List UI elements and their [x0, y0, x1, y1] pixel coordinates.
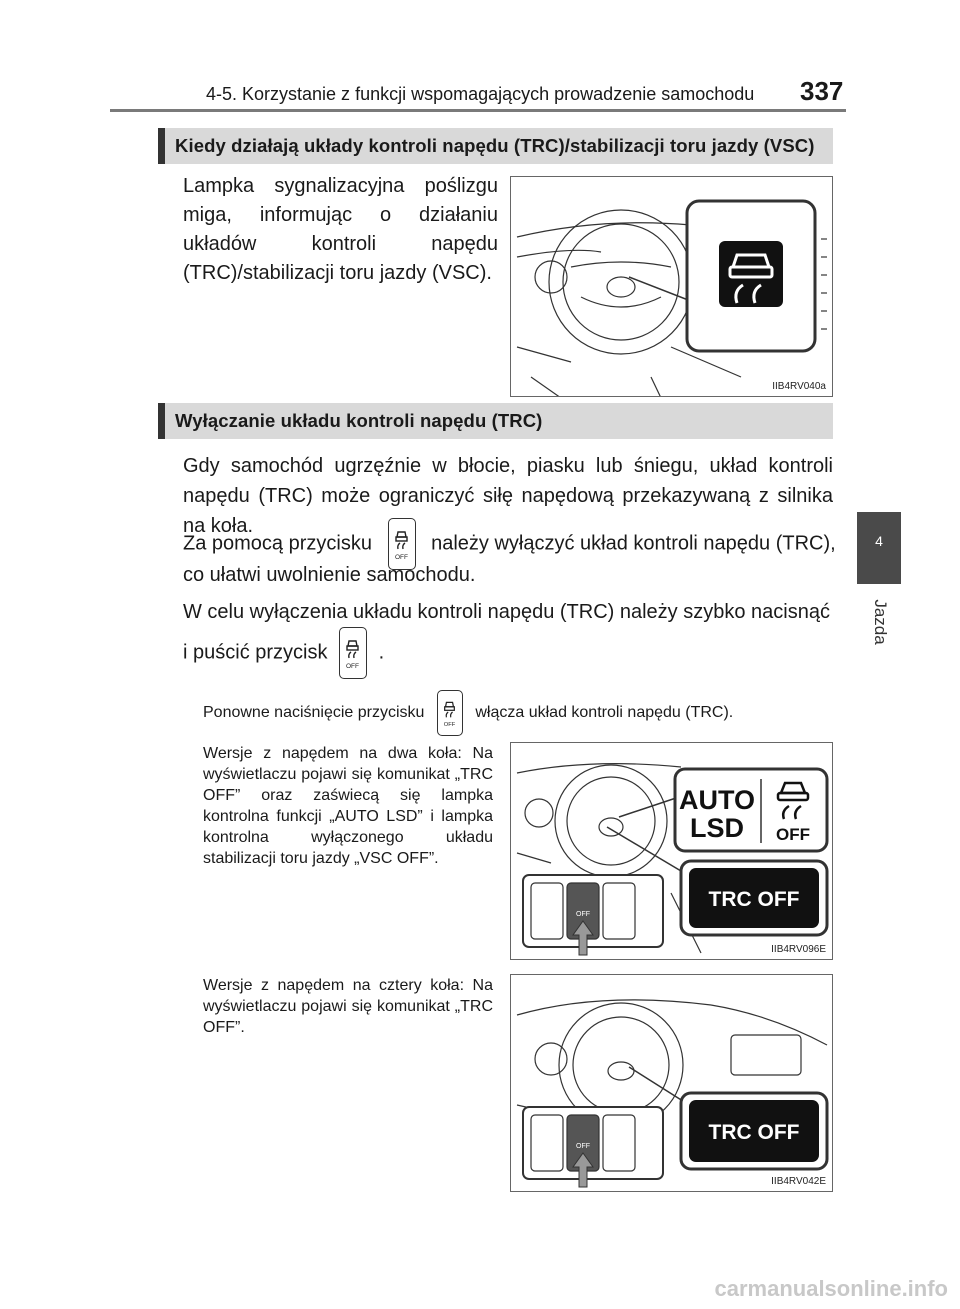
trc-off-message: TRC OFF [709, 1121, 800, 1144]
note-2wd: Wersje z napędem na dwa koła: Na wyświet… [203, 745, 493, 867]
trc-off-message: TRC OFF [709, 888, 800, 911]
watermark: carmanualsonline.info [714, 1276, 949, 1301]
chapter-tab-number: 4 [857, 512, 901, 584]
dashboard-drawing [516, 199, 827, 396]
svg-text:OFF: OFF [576, 1143, 590, 1150]
header-rule [110, 109, 846, 112]
two-wd-dashboard-drawing: AUTO LSD OFF TRC OFF OFF [516, 763, 829, 956]
svg-text:LSD: LSD [690, 813, 744, 843]
auto-lsd-label: AUTO [679, 785, 755, 815]
image-code: IIB4RV042E [771, 1176, 826, 1187]
paragraph-button-use: Za pomocą przycisku OFF należy wyłączyć … [183, 518, 843, 570]
slip-indicator-icon [728, 253, 774, 304]
svg-text:OFF: OFF [444, 722, 456, 728]
vsc-off-button-icon: OFF [387, 518, 416, 570]
image-code: IIB4RV096E [771, 944, 826, 955]
vsc-off-indicator-icon [776, 781, 810, 820]
svg-text:OFF: OFF [346, 663, 359, 670]
section-heading-trc-disable: Wyłączanie układu kontroli napędu (TRC) [158, 403, 833, 439]
two-wd-illustration: AUTO LSD OFF TRC OFF OFF IIB4RV096E [510, 742, 833, 960]
vsc-off-button-icon: OFF [436, 690, 463, 736]
four-wd-illustration: TRC OFF OFF IIB4RV042E [510, 974, 833, 1192]
svg-text:OFF: OFF [395, 554, 408, 561]
svg-text:OFF: OFF [576, 911, 590, 918]
paragraph-quick-press: W celu wyłączenia układu kontroli napędu… [183, 601, 830, 623]
paragraph-button-use-line2: co ułatwi uwolnienie samochodu. [183, 564, 476, 586]
chapter-tab-label: Jazda [871, 599, 890, 645]
vsc-off-button-icon: OFF [339, 627, 368, 679]
running-header-title: 4-5. Korzystanie z funkcji wspomagającyc… [206, 84, 755, 104]
slip-indicator-illustration: IIB4RV040a [510, 176, 833, 397]
four-wd-dashboard-drawing: TRC OFF OFF [516, 999, 829, 1188]
paragraph-quick-press-line2: i puścić przycisk OFF . [183, 627, 384, 679]
paragraph-stuck-vehicle: Gdy samochód ugrzęźnie w błocie, piasku … [183, 455, 833, 537]
page-number: 337 [800, 76, 844, 106]
section-heading-trc-vsc-operation: Kiedy działają układy kontroli napędu (T… [158, 128, 833, 164]
slip-indicator-text: Lampka sygnalizacyjna poślizgu miga, inf… [183, 175, 498, 284]
note-reenable: Ponowne naciśnięcie przycisku OFF włącza… [203, 690, 833, 736]
image-code: IIB4RV040a [772, 381, 826, 392]
svg-text:OFF: OFF [776, 825, 810, 844]
note-4wd: Wersje z napędem na cztery koła: Na wyśw… [203, 977, 493, 1036]
